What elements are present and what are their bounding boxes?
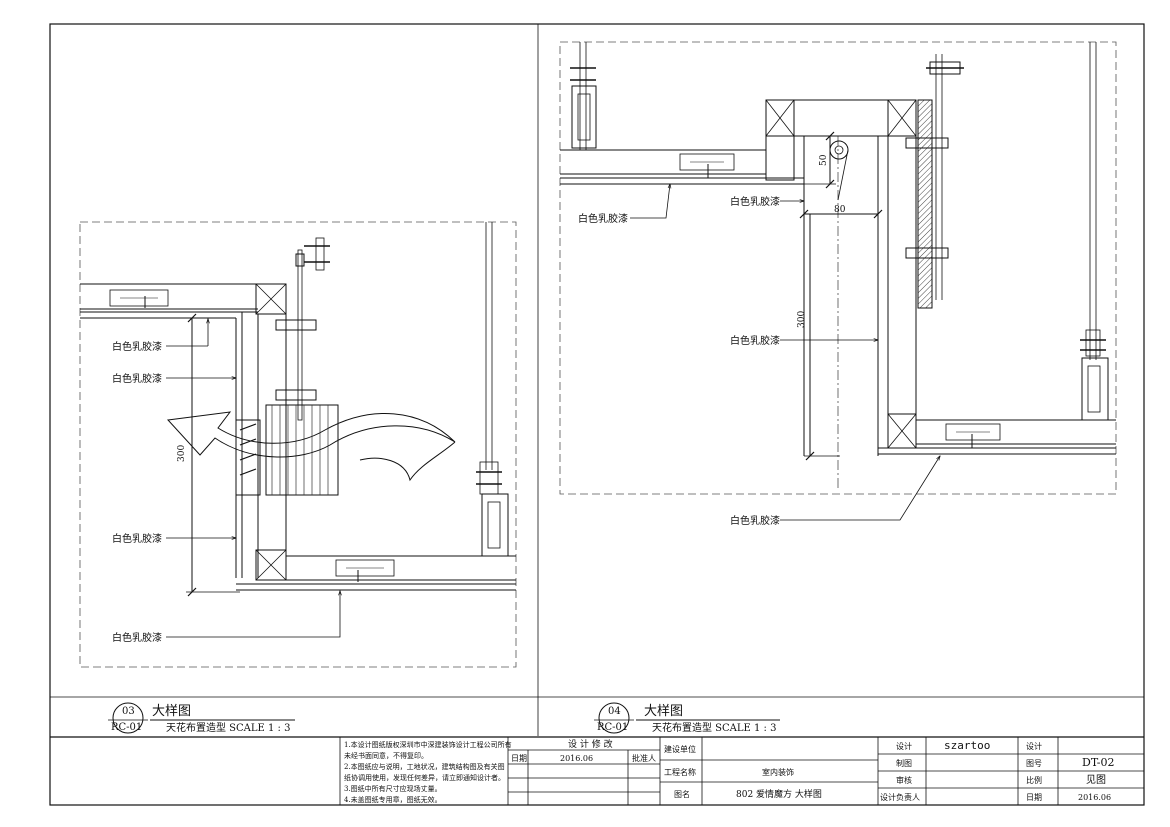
note-line-3: 2.本图纸应与说明，工地状况，建筑结构图及有关图 — [344, 762, 505, 771]
pivot-fitting — [829, 140, 849, 160]
note-line-5: 3.图纸中所有尺寸应现场丈量。 — [344, 784, 442, 793]
upper-ceiling-board — [80, 283, 258, 313]
scale-value: 见图 — [1086, 774, 1106, 786]
upper-ceiling-board-right — [560, 149, 804, 185]
detail-no-04: 04 — [608, 706, 621, 717]
hanger-rod-right — [476, 222, 509, 557]
label-white-latex-3: 白色乳胶漆 — [112, 532, 162, 545]
sheet-border — [49, 23, 1145, 806]
hanger-top-left — [570, 42, 597, 150]
timber-frame-left — [255, 283, 287, 581]
leader-r1 — [630, 184, 670, 219]
project-label: 工程名称 — [664, 767, 696, 777]
drawn-label: 制图 — [896, 758, 912, 768]
detail-title-03: 大样图 — [152, 704, 191, 719]
label-white-latex-4: 白色乳胶漆 — [112, 631, 162, 644]
check-label: 审核 — [896, 775, 912, 785]
detail-ref-03: RC-01 — [111, 722, 142, 733]
client-label: 建设单位 — [664, 744, 696, 754]
note-line-6: 4.未盖图纸专用章，图纸无效。 — [344, 795, 442, 804]
detail-bubble-03 — [112, 702, 144, 734]
detail-title-04: 大样图 — [644, 704, 683, 719]
title-block-text: 1.本设计图纸版权深圳市中深建装饰设计工程公司所有 未经书面同意，不得复印。 2… — [344, 738, 1114, 804]
timber-box — [765, 99, 917, 449]
label-r-2: 白色乳胶漆 — [730, 195, 780, 208]
revision-header: 设 计 修 改 — [568, 738, 613, 750]
drawing-name-value: 802 爱情魔方 大样图 — [736, 788, 822, 800]
note-line-2: 未经书面同意，不得复印。 — [344, 751, 428, 760]
note-line-1: 1.本设计图纸版权深圳市中深建装饰设计工程公司所有 — [344, 740, 512, 749]
detail-04: 50 80 300 白色乳胶漆 白色乳胶漆 白色乳胶漆 白色乳胶漆 — [559, 41, 1117, 527]
label-white-latex-2: 白色乳胶漆 — [112, 372, 162, 385]
dimension-300-left: 300 — [177, 313, 240, 597]
lower-ceiling-board — [236, 555, 516, 591]
label-r-1: 白色乳胶漆 — [578, 212, 628, 225]
revision-date-label: 日期 — [511, 754, 527, 763]
lower-ceiling-board-right — [878, 419, 1116, 455]
label-r-3: 白色乳胶漆 — [730, 334, 780, 347]
title-block — [339, 737, 1144, 805]
sheet-no-label: 图号 — [1026, 759, 1042, 768]
dim-50-text: 50 — [819, 154, 829, 166]
dimension-50: 50 — [804, 131, 836, 189]
dim-80-text: 80 — [834, 205, 846, 215]
date2-value: 2016.06 — [1078, 793, 1111, 802]
air-duct — [235, 404, 339, 496]
detail-bubble-04 — [598, 702, 630, 734]
dim-300r-text: 300 — [797, 311, 807, 328]
label-r-4: 白色乳胶漆 — [730, 514, 780, 527]
revision-date-value: 2016.06 — [560, 754, 593, 763]
dimension-80: 80 — [799, 205, 883, 219]
hanger-rod-left — [275, 237, 330, 421]
caption-03: 03 RC-01 大样图 天花布置造型 SCALE 1 : 3 — [108, 702, 295, 734]
approver-label: 批准人 — [632, 753, 656, 763]
project-value: 室内装饰 — [762, 767, 794, 777]
detail-03-dashed-boundary — [79, 221, 517, 668]
design2-label: 设计 — [1026, 741, 1042, 751]
dim-300-text: 300 — [177, 445, 187, 462]
wall-bolts — [905, 54, 964, 300]
scale-label: 比例 — [1026, 775, 1042, 785]
drawing-name-label: 图名 — [674, 789, 690, 799]
detail-ref-04: RC-01 — [597, 722, 628, 733]
detail-subtitle-04: 天花布置造型 SCALE 1 : 3 — [652, 721, 776, 734]
hanger-bottom-right — [1080, 42, 1109, 421]
leader-r4 — [780, 456, 940, 521]
hatched-panel — [917, 99, 933, 309]
dimension-300-right: 300 — [797, 214, 840, 461]
date2-label: 日期 — [1026, 793, 1042, 802]
design-label: 设计 — [896, 741, 912, 751]
label-white-latex-1: 白色乳胶漆 — [112, 340, 162, 353]
note-line-4: 纸协调用使用，发现任何差异，请立即通知设计者。 — [344, 773, 505, 782]
leader-4 — [166, 591, 340, 638]
lead-label: 设计负责人 — [880, 792, 920, 802]
design-value: szartoo — [944, 739, 990, 752]
airflow-arrow — [166, 411, 456, 482]
detail-subtitle-03: 天花布置造型 SCALE 1 : 3 — [166, 721, 290, 734]
caption-04: 04 RC-01 大样图 天花布置造型 SCALE 1 : 3 — [594, 702, 780, 734]
detail-no-03: 03 — [122, 706, 135, 717]
detail-03: 300 白色乳胶漆 白色乳胶漆 白色乳胶漆 白色乳胶漆 — [79, 221, 517, 668]
detail-04-dashed-boundary — [559, 41, 1117, 495]
sheet-no-value: DT-02 — [1082, 756, 1114, 769]
